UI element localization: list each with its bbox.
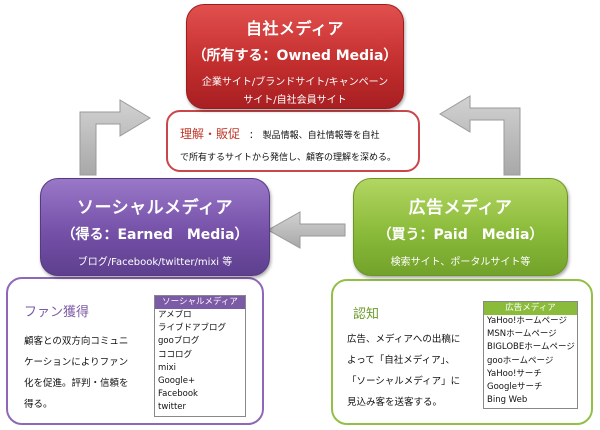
owned-media-box: 自社メディア （所有する：Owned Media） 企業サイト/ブランドサイト/… <box>186 4 404 109</box>
paid-media-panel: 認知 広告、メディアへの出稿に よって「自社メディア」、 「ソーシャルメディア」… <box>331 279 593 425</box>
list-item: MSNホームページ <box>487 329 557 340</box>
list-item: Google+ <box>158 376 196 387</box>
earned-media-title: ソーシャルメディア <box>77 198 233 218</box>
list-item: アメブロ <box>158 310 192 320</box>
paid-media-subtitle: （買う：Paid Media） <box>377 227 544 243</box>
earned-media-desc: ブログ/Facebook/twitter/mixi 等 <box>77 257 233 268</box>
earned-media-subtitle: （得る：Earned Media） <box>61 227 249 243</box>
list-item: Bing Web <box>487 395 528 406</box>
arrow-paid-to-owned <box>439 95 521 176</box>
arrow-earned-to-owned <box>79 99 151 176</box>
list-item: BIGLOBEホームページ <box>487 342 575 353</box>
earned-panel-text-line: ケーションによりファン <box>24 357 129 368</box>
paid-panel-text-line: 「ソーシャルメディア」に <box>347 376 461 387</box>
list-item: gooホームページ <box>487 355 554 366</box>
paid-panel-title: 認知 <box>353 307 380 322</box>
owned-panel-keyword: 理解・販促 <box>180 127 241 141</box>
paid-panel-text-line: 見込み客を送客する。 <box>347 397 443 408</box>
list-item: Googleサーチ <box>487 382 543 393</box>
earned-panel-text-line: 得る。 <box>24 399 53 410</box>
paid-panel-text: 広告、メディアへの出稿に よって「自社メディア」、 「ソーシャルメディア」に 見… <box>347 329 487 413</box>
list-item: twitter <box>158 402 187 413</box>
list-item: ライブドアブログ <box>158 323 227 334</box>
owned-media-title: 自社メディア <box>246 19 344 38</box>
owned-media-subtitle: （所有する：Owned Media） <box>192 48 398 64</box>
owned-panel-text-line1: ： 製品情報、自社情報等を自社 <box>249 131 380 141</box>
earned-panel-title: ファン獲得 <box>24 305 90 320</box>
paid-media-desc: 検索サイト、ポータルサイト等 <box>390 257 531 268</box>
list-item: YaHoo!ホームページ <box>487 316 568 326</box>
arrow-paid-to-earned <box>266 211 346 249</box>
owned-media-desc-line1: 企業サイト/ブランドサイト/キャンペーン <box>201 77 389 88</box>
owned-media-desc-line2: サイト/自社会員サイト <box>243 95 347 106</box>
owned-media-panel: 理解・販促 ： 製品情報、自社情報等を自社 で所有するサイトから発信し、顧客の理… <box>166 110 420 172</box>
paid-media-title: 広告メディア <box>408 198 513 218</box>
list-item: Facebook <box>158 389 198 400</box>
ad-media-list-header: 広告メディア <box>484 302 577 315</box>
paid-media-box: 広告メディア （買う：Paid Media） 検索サイト、ポータルサイト等 <box>353 178 568 276</box>
list-item: mixi <box>158 362 177 373</box>
earned-panel-text-line: 顧客との双方向コミュニ <box>24 336 129 347</box>
social-media-list-header: ソーシャルメディア <box>155 296 245 309</box>
earned-panel-text-line: 化を促進。評判・信頼を <box>24 378 129 389</box>
paid-panel-text-line: よって「自社メディア」、 <box>347 355 455 366</box>
social-media-list: ソーシャルメディア アメブロ ライブドアブログ gooブログ ココログ mixi… <box>154 295 246 417</box>
list-item: gooブログ <box>158 336 200 347</box>
paid-panel-text-line: 広告、メディアへの出稿に <box>347 334 461 345</box>
earned-media-box: ソーシャルメディア （得る：Earned Media） ブログ/Facebook… <box>40 178 270 276</box>
owned-panel-text-line2: で所有するサイトから発信し、顧客の理解を深める。 <box>180 153 397 163</box>
list-item: YaHoo!サーチ <box>487 368 542 379</box>
list-item: ココログ <box>158 349 193 360</box>
ad-media-list: 広告メディア YaHoo!ホームページ MSNホームページ BIGLOBEホーム… <box>483 301 578 409</box>
earned-media-panel: ファン獲得 顧客との双方向コミュニ ケーションによりファン 化を促進。評判・信頼… <box>6 277 264 425</box>
earned-panel-text: 顧客との双方向コミュニ ケーションによりファン 化を促進。評判・信頼を 得る。 <box>24 331 154 415</box>
